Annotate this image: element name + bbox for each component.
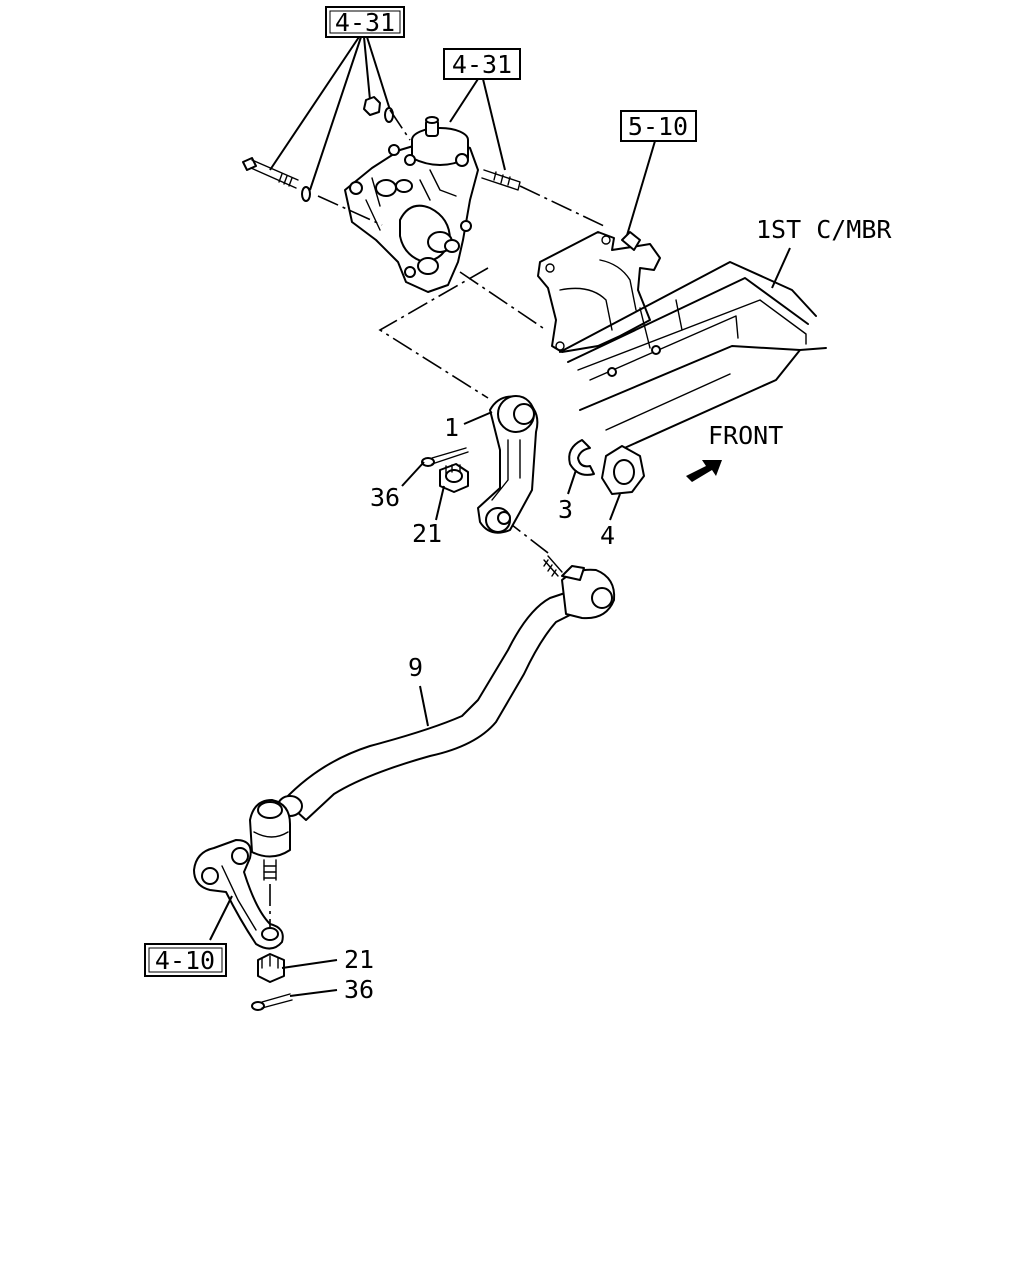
ref-box-5-10[interactable]: 5-10 [620, 110, 697, 142]
cotter-pin-lower [251, 993, 293, 1011]
part-number-1: 1 [444, 413, 459, 442]
nut-top [363, 96, 381, 116]
ref-label-4-31-second: 4-31 [452, 50, 512, 79]
castle-nut-lower [257, 953, 285, 983]
part-number-36-lower: 36 [344, 975, 374, 1004]
stud-right [481, 169, 521, 191]
crossmember-label: 1ST C/MBR [756, 215, 892, 244]
steering-gear-box [344, 116, 479, 293]
frame-bracket [537, 231, 661, 353]
washer-top [384, 107, 394, 123]
ref-leaders [269, 36, 656, 243]
flange-nut [601, 445, 645, 495]
front-label: FRONT [708, 421, 783, 450]
part-leaders [209, 247, 791, 997]
ref-label-4-31-top: 4-31 [335, 8, 395, 37]
lock-washer [568, 439, 595, 476]
ref-box-4-31-second[interactable]: 4-31 [443, 48, 521, 80]
part-number-9: 9 [408, 653, 423, 682]
ref-box-4-31-top[interactable]: 4-31 [325, 6, 405, 38]
pitman-arm [477, 395, 539, 534]
knuckle-arm [193, 839, 284, 950]
part-number-21-upper: 21 [412, 519, 442, 548]
ref-label-5-10: 5-10 [628, 112, 688, 141]
castle-nut-upper [439, 463, 469, 493]
part-number-21-lower: 21 [344, 945, 374, 974]
part-number-36-upper: 36 [370, 483, 400, 512]
front-arrow-icon [686, 460, 722, 482]
part-number-3: 3 [558, 495, 573, 524]
part-number-4: 4 [600, 521, 615, 550]
ref-box-4-10[interactable]: 4-10 [144, 943, 227, 977]
crossmember [559, 261, 827, 451]
cotter-pin-upper [421, 447, 469, 467]
mounting-bolt-left [242, 157, 299, 189]
ref-label-4-10: 4-10 [155, 946, 215, 975]
washer-left [301, 186, 311, 202]
drag-link [249, 555, 616, 881]
